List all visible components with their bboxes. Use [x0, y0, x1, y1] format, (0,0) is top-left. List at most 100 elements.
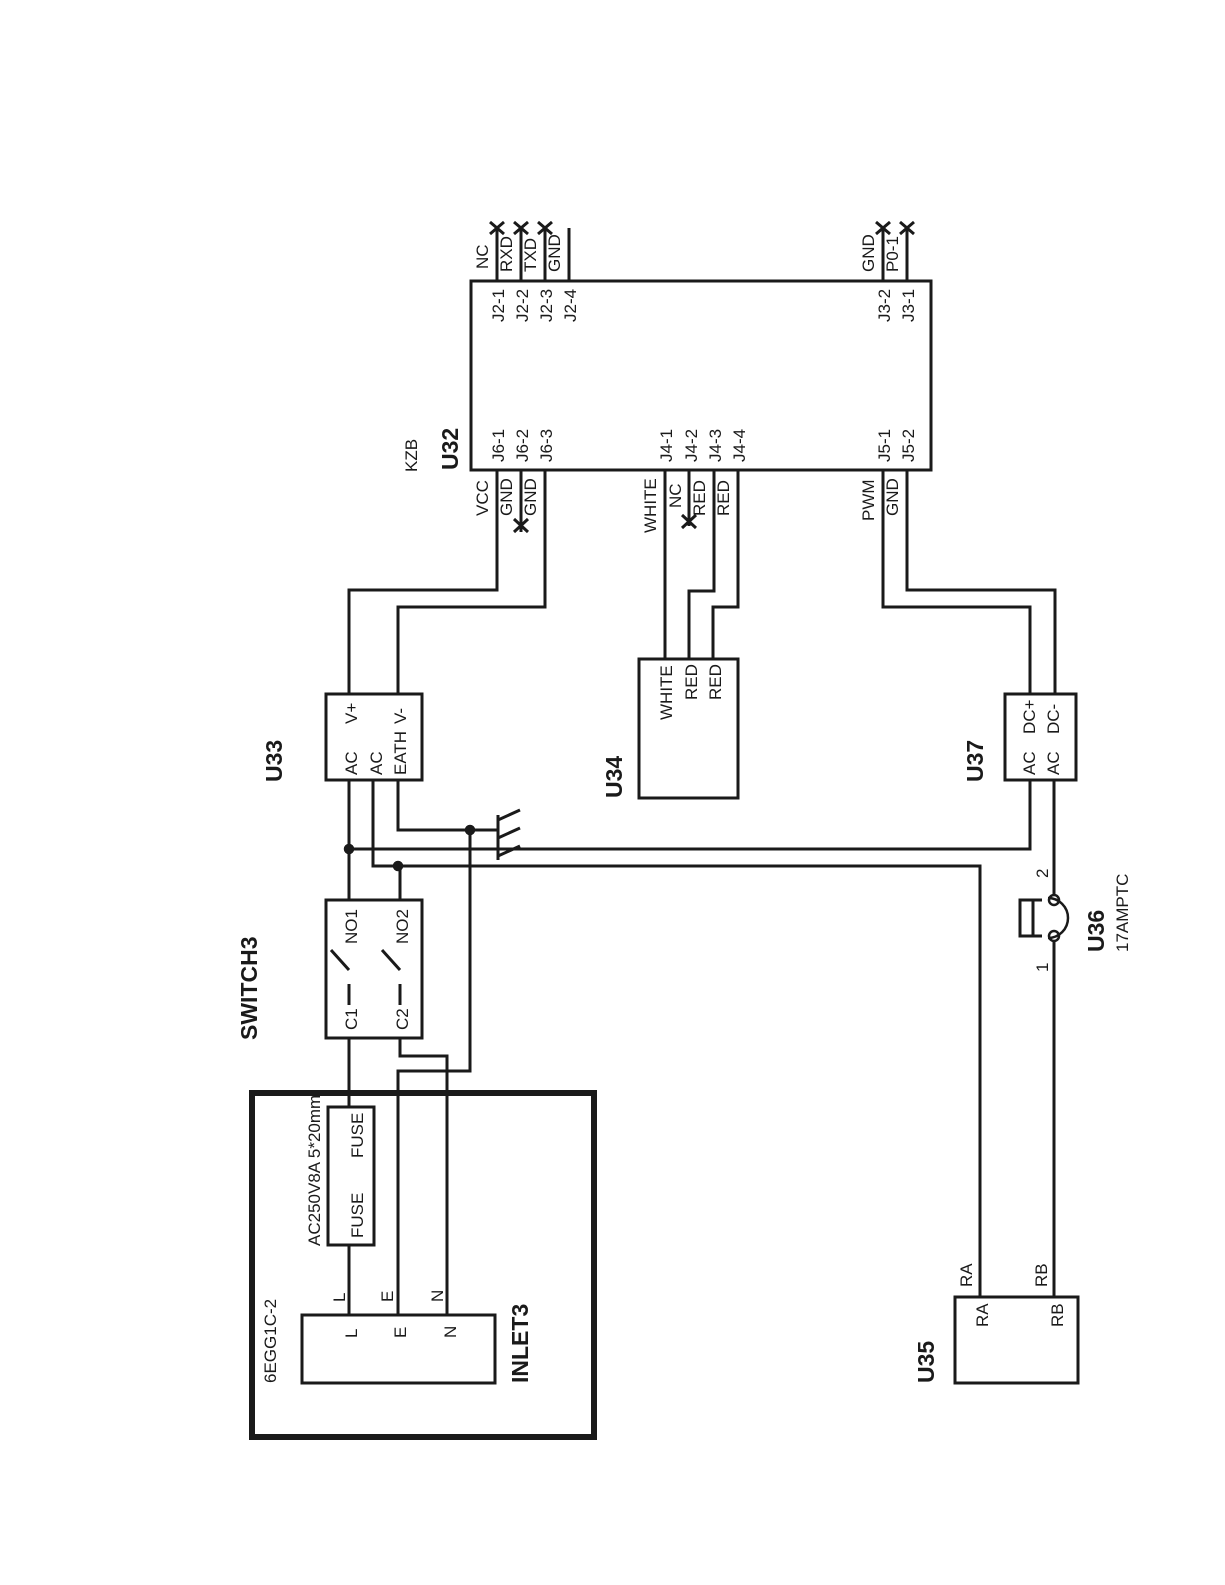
- net-j2-nc: NC: [473, 244, 492, 269]
- pin-j2-1: J2-1: [489, 289, 508, 322]
- lamp-pin-white: WHITE: [657, 665, 676, 720]
- wire-pwm: [881, 470, 1032, 694]
- fuse-holder: [326, 1105, 376, 1247]
- wire-neutral: [398, 1038, 449, 1315]
- lamp-module: U34 WHITE RED RED: [601, 657, 740, 800]
- net-j4-nc: NC: [666, 483, 685, 508]
- pin-j6-3: J6-3: [537, 429, 556, 462]
- inlet-wire-label-e: E: [378, 1291, 397, 1302]
- inlet-ref: INLET3: [507, 1304, 533, 1383]
- junction-dot: [464, 824, 476, 836]
- net-j5-gnd: GND: [883, 478, 902, 516]
- wire-red2: [711, 470, 740, 659]
- ptc-ref: U36: [1083, 910, 1109, 952]
- motor-wire-label-ra: RA: [957, 1263, 976, 1287]
- psu-ref: U33: [261, 740, 287, 782]
- switch-pin-no1: NO1: [342, 909, 361, 944]
- fuse-rating: AC250V8A 5*20mm: [305, 1095, 324, 1246]
- psu-pin-ac2: AC: [367, 751, 386, 775]
- wire-j2-3: [537, 220, 553, 281]
- pin-j2-2: J2-2: [513, 289, 532, 322]
- switch-module: SWITCH3 C1 C2 NO1 NO2: [236, 898, 424, 1041]
- motor-wire-label-rb: RB: [1032, 1263, 1051, 1287]
- controller-part: KZB: [402, 439, 421, 472]
- pin-j5-1: J5-1: [875, 429, 894, 462]
- pin-j4-4: J4-4: [730, 429, 749, 462]
- switch-contacts: [329, 948, 402, 1005]
- wire-gnd-j6: [396, 470, 547, 694]
- junction-dot: [343, 843, 355, 855]
- wire-j2-1: [489, 220, 505, 281]
- inlet-wire-label-l: L: [330, 1293, 349, 1302]
- ground-symbol: [496, 808, 521, 860]
- net-j6-gnd1: GND: [497, 478, 516, 516]
- inlet-pin-l: L: [342, 1329, 361, 1338]
- ptc-element: [1018, 898, 1035, 938]
- inlet-connector: [300, 1313, 497, 1385]
- pin-j4-2: J4-2: [682, 429, 701, 462]
- wire-earth: [396, 830, 472, 1315]
- driver-ref: U37: [962, 740, 988, 782]
- wire-vcc: [347, 470, 499, 694]
- net-red2: RED: [714, 480, 733, 516]
- ptc-module: 2 1 U36 17AMPTC: [1018, 869, 1132, 972]
- lamp-pin-red1: RED: [682, 664, 701, 700]
- switch-pin-c1: C1: [342, 1008, 361, 1030]
- driver-body: [1003, 692, 1078, 782]
- pin-j2-4: J2-4: [561, 289, 580, 322]
- psu-module: U33 AC AC EATH V+ V-: [261, 692, 424, 782]
- ptc-pin-2: 2: [1033, 869, 1052, 878]
- wire-red1: [687, 470, 716, 659]
- fuse-label-2: FUSE: [348, 1113, 367, 1158]
- fuse-label-1: FUSE: [348, 1193, 367, 1238]
- wire-no2-psu: [371, 780, 402, 900]
- switch-ref: SWITCH3: [236, 937, 262, 1041]
- driver-pin-ac1: AC: [1020, 751, 1039, 775]
- pin-j3-2: J3-2: [875, 289, 894, 322]
- pin-j6-1: J6-1: [489, 429, 508, 462]
- wire-j2-2: [513, 220, 529, 281]
- inlet-module: INLET3 6EGG1C-2 L E N L E N AC250V8A 5*2…: [249, 1090, 597, 1440]
- inlet-pin-n: N: [441, 1326, 460, 1338]
- driver-pin-dcplus: DC+: [1020, 699, 1039, 734]
- ptc-pin-1: 1: [1033, 963, 1052, 972]
- motor-module: U35 RA RB RA RB: [913, 1263, 1080, 1385]
- net-vcc: VCC: [473, 480, 492, 516]
- inlet-enclosure: [249, 1090, 597, 1440]
- wire-j5-gnd: [905, 470, 1057, 694]
- wire-j4-2-nc: [680, 470, 698, 530]
- lamp-pin-red2: RED: [706, 664, 725, 700]
- switch-body: [324, 898, 424, 1040]
- wire-j3-1: [899, 220, 915, 281]
- controller-module: U32 KZB J6-1 J6-2 J6-3 J4-1 J4-2 J4-3 J4…: [402, 234, 933, 533]
- pin-j4-3: J4-3: [706, 429, 725, 462]
- inlet-part: 6EGG1C-2: [261, 1299, 280, 1383]
- psu-pin-ac1: AC: [342, 751, 361, 775]
- ptc-part: 17AMPTC: [1113, 874, 1132, 952]
- wire-j3-2: [875, 220, 891, 281]
- controller-body: [469, 279, 933, 472]
- motor-body: [953, 1295, 1080, 1385]
- net-j6-gnd2: GND: [521, 478, 540, 516]
- lamp-ref: U34: [601, 756, 627, 798]
- motor-ref: U35: [913, 1341, 939, 1383]
- pin-j6-2: J6-2: [513, 429, 532, 462]
- inlet-wire-label-n: N: [428, 1290, 447, 1302]
- motor-pin-ra: RA: [973, 1303, 992, 1327]
- inlet-pin-e: E: [391, 1327, 410, 1338]
- net-rxd: RXD: [497, 236, 516, 272]
- wire-no1-driver: [349, 780, 1032, 851]
- driver-module: U37 AC AC DC+ DC-: [962, 692, 1078, 782]
- net-p0-1: P0-1: [883, 236, 902, 272]
- wire-eath: [396, 780, 498, 832]
- net-j3-gnd: GND: [859, 234, 878, 272]
- net-red1: RED: [690, 480, 709, 516]
- junction-dot: [392, 860, 404, 872]
- pin-j5-2: J5-2: [899, 429, 918, 462]
- controller-ref: U32: [437, 428, 463, 470]
- psu-pin-vminus: V-: [391, 708, 410, 724]
- psu-pin-eath: EATH: [391, 731, 410, 775]
- driver-pin-dcminus: DC-: [1044, 704, 1063, 734]
- motor-pin-rb: RB: [1048, 1303, 1067, 1327]
